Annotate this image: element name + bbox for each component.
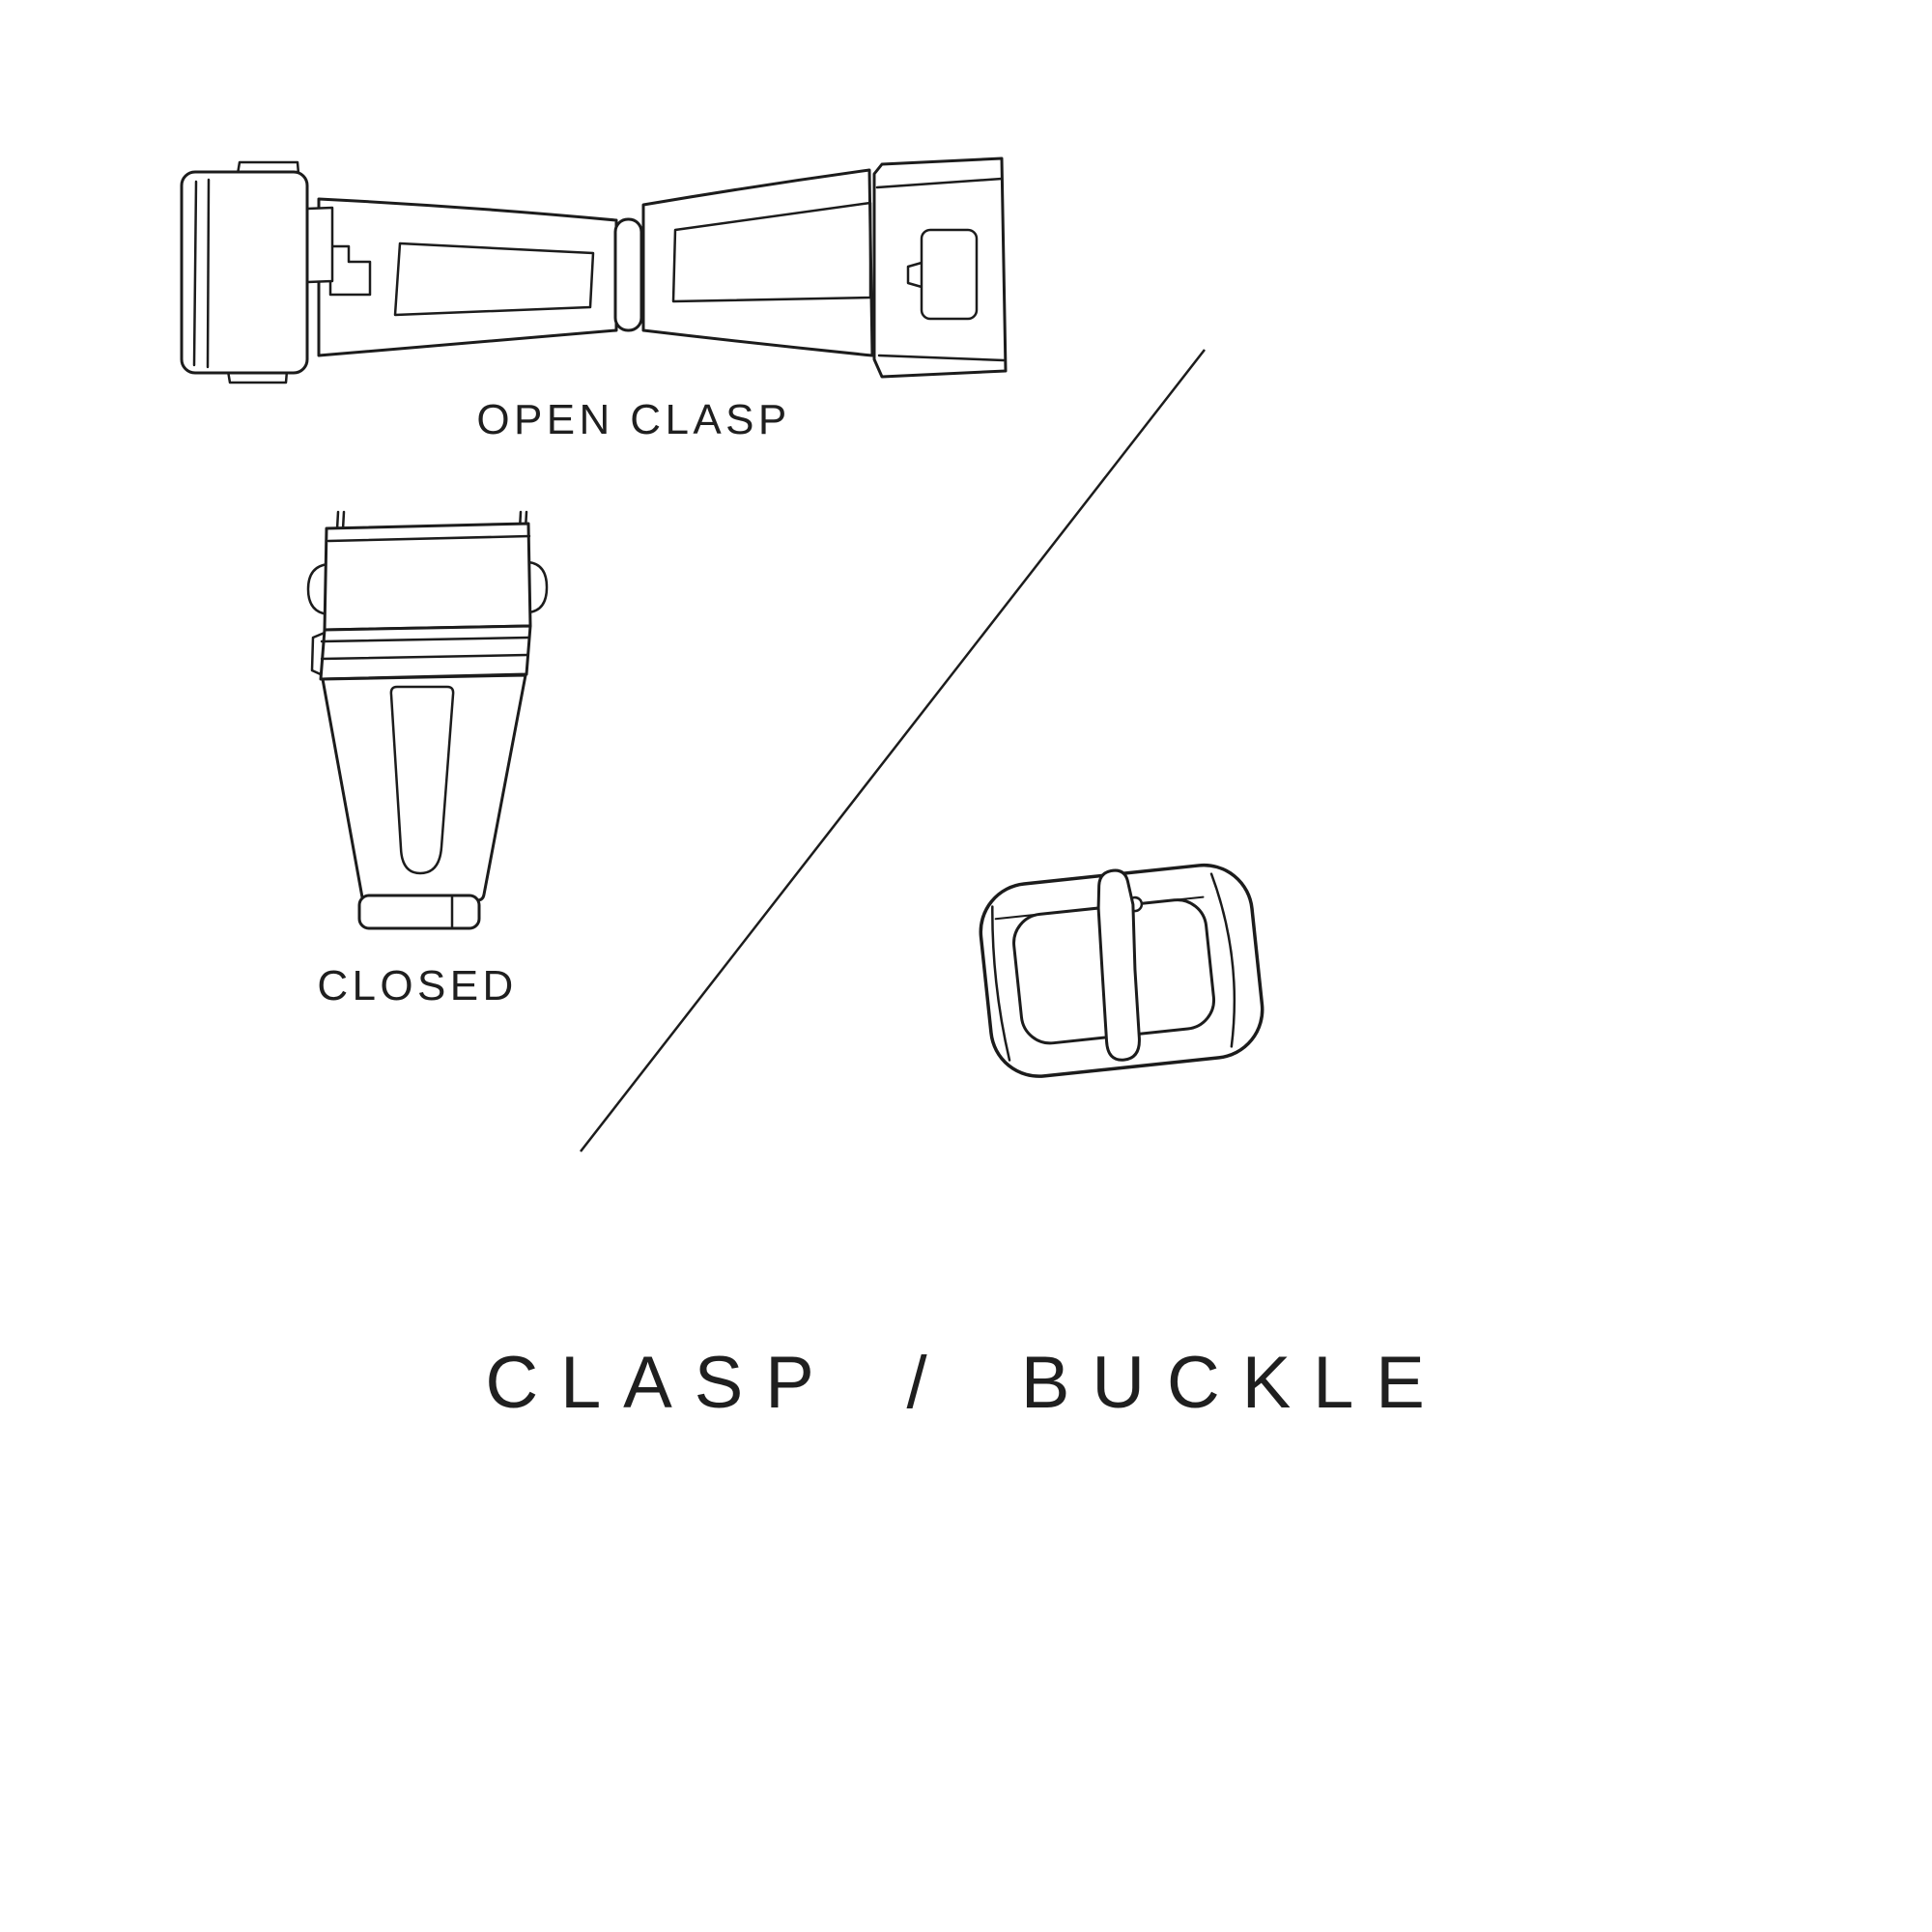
end-link-top-tab (236, 160, 300, 176)
clasp-left-end-link (180, 170, 309, 375)
clasp-release-latch (328, 244, 372, 297)
band-line-2 (320, 653, 529, 661)
buckle-lineart (979, 863, 1264, 1078)
clasp-body-inner-outline (389, 685, 455, 875)
clasp-prong-left (335, 510, 340, 531)
open-clasp-label: OPEN CLASP (476, 396, 791, 443)
tang-buckle-illustration (952, 826, 1280, 1116)
closed-clasp-illustration (290, 504, 551, 939)
closed-clasp-lineart (306, 510, 549, 930)
right-end-bottom-fold-line (877, 354, 1006, 362)
end-link-bottom-tab (226, 369, 289, 384)
keeper-hook (906, 261, 923, 289)
clasp-ear-right (526, 560, 549, 614)
end-link-edge-line-2 (206, 178, 211, 369)
right-end-top-fold-line (875, 177, 1004, 189)
clasp-center-hinge (613, 217, 643, 332)
clasp-prong-left-2 (341, 510, 346, 531)
clasp-left-arm-inner-outline (393, 242, 595, 317)
band-line-1 (320, 636, 530, 643)
closed-clasp-label: CLOSED (317, 962, 518, 1009)
open-clasp-lineart (180, 156, 1008, 384)
buckle-left-bar-curve (991, 905, 1011, 1062)
clasp-connector-plate (305, 206, 334, 284)
clasp-right-arm-inner-outline (671, 201, 872, 303)
clasp-ear-left (306, 562, 330, 616)
buckle-right-cap-curve (1209, 872, 1236, 1048)
clasp-body (321, 673, 527, 905)
clasp-foot (357, 894, 481, 930)
top-block-fold-line (327, 534, 531, 543)
buckle-tongue (1096, 868, 1141, 1062)
clasp-left-arm (317, 197, 618, 357)
clasp-band-section (319, 624, 532, 681)
page-title: CLASP / BUCKLE (485, 1342, 1447, 1424)
band-left-notch (310, 631, 327, 677)
clasp-right-arm (641, 168, 874, 357)
open-clasp-illustration (162, 135, 1012, 386)
end-link-edge-line (192, 180, 198, 367)
clasp-keeper (920, 228, 979, 321)
